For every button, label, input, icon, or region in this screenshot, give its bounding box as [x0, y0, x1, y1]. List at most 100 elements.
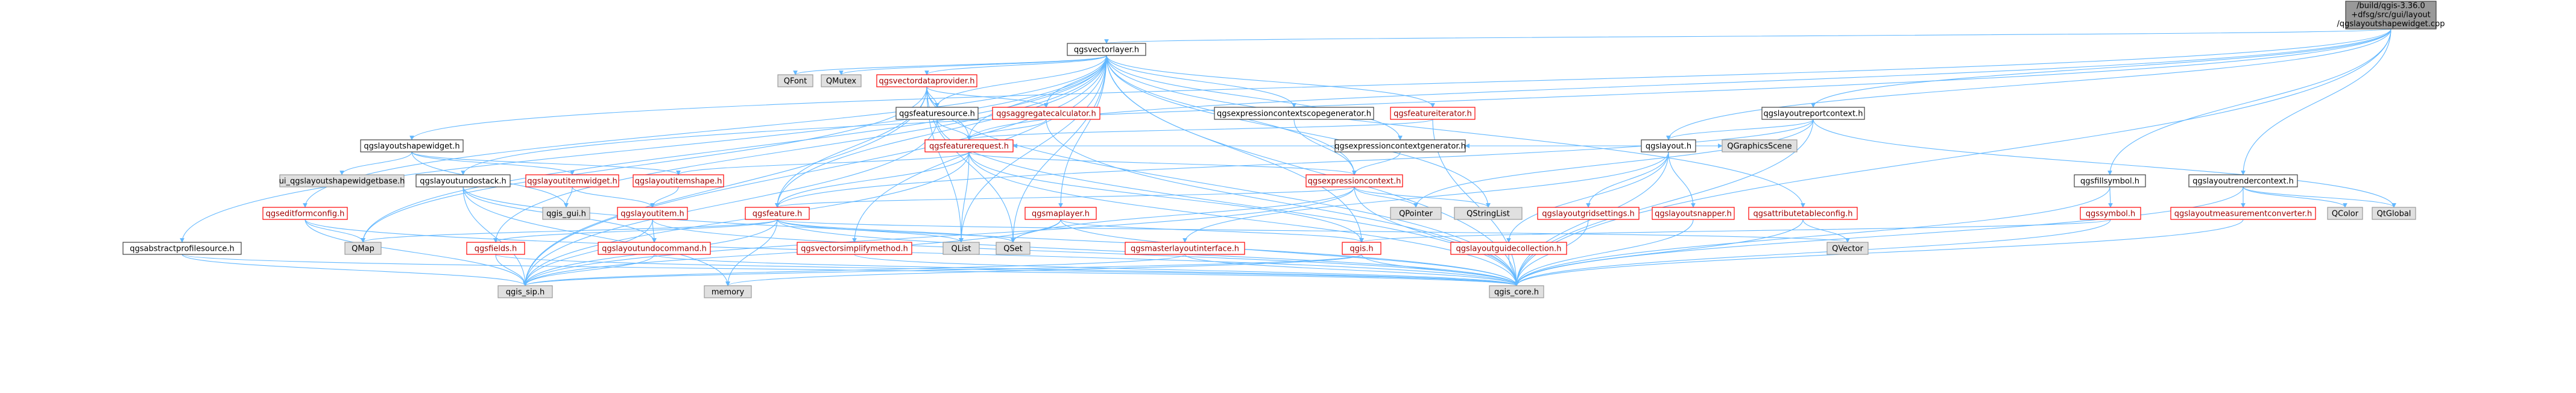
edge-qgslayoutitemwidget-to-qgslayoutitem	[572, 186, 655, 208]
node-box	[996, 242, 1031, 255]
node-qgsfeature[interactable]: qgsfeature.h	[745, 207, 810, 220]
node-box	[1454, 207, 1523, 220]
node-label: qgslayoutitem.h	[620, 210, 684, 219]
node-qgsvectorsimplifymethod[interactable]: qgsvectorsimplifymethod.h	[797, 242, 912, 255]
node-box	[415, 174, 511, 187]
edge-qgsvectorlayer-to-qfont	[793, 55, 1107, 75]
node-label: qgis.h	[1350, 245, 1373, 254]
node-qgslayoutundocommand[interactable]: qgslayoutundocommand.h	[598, 242, 711, 255]
node-label: qgseditformconfig.h	[266, 210, 345, 219]
node-label: qgsfeatureiterator.h	[1394, 110, 1472, 119]
node-box	[525, 174, 619, 187]
node-qgseditformconfig[interactable]: qgseditformconfig.h	[262, 207, 348, 220]
node-box	[704, 285, 752, 298]
node-qgsvectorlayer[interactable]: qgsvectorlayer.h	[1067, 43, 1146, 56]
node-box	[344, 242, 382, 255]
node-qgsfeatureiterator[interactable]: qgsfeatureiterator.h	[1390, 107, 1476, 120]
edge-qgsfillsymbol-to-qgis_core	[1514, 186, 2110, 286]
node-qgsmasterlayoutinterface[interactable]: qgsmasterlayoutinterface.h	[1125, 242, 1245, 255]
node-box	[992, 107, 1100, 120]
edge-qgsexpressioncontext-to-qpointer	[1354, 186, 1418, 208]
node-box	[1390, 207, 1442, 220]
node-label: qgslayoutundocommand.h	[602, 245, 707, 254]
node-qgslayout[interactable]: qgslayout.h	[1641, 139, 1696, 152]
edge-qgslayoutreportcontext-to-qgslayout	[1666, 119, 1814, 140]
edge-qgslayout-to-qgslayoutgridsettings	[1586, 151, 1669, 208]
node-label: qgsattributetableconfig.h	[1753, 210, 1852, 219]
node-box	[2170, 207, 2316, 220]
node-qmap: QMap	[344, 242, 382, 255]
edge-root-to-qgslayoutreportcontext	[1811, 28, 2391, 108]
edge-qgsfeaturerequest-to-qgsfeature	[775, 151, 970, 208]
root-label-line2: +dfsg/src/gui/layout	[2351, 11, 2431, 20]
node-qgsfillsymbol[interactable]: qgsfillsymbol.h	[2074, 174, 2146, 187]
node-qgsattributetableconfig[interactable]: qgsattributetableconfig.h	[1748, 207, 1858, 220]
node-qgsaggregatecalculator[interactable]: qgsaggregatecalculator.h	[992, 107, 1100, 120]
node-qgslayoutmeasurementconverter[interactable]: qgslayoutmeasurementconverter.h	[2170, 207, 2316, 220]
node-box	[2327, 207, 2363, 220]
node-qgsvectordataprovider[interactable]: qgsvectordataprovider.h	[876, 74, 977, 87]
edge-qgsvectorlayer-to-qgsfeatureiterator	[1106, 55, 1435, 108]
edge-qgsfeaturerequest-to-qgslayoutitemshape	[676, 151, 970, 175]
node-qgslayoutgridsettings[interactable]: qgslayoutgridsettings.h	[1537, 207, 1640, 220]
node-qgslayoutsnapper[interactable]: qgslayoutsnapper.h	[1652, 207, 1735, 220]
node-box	[466, 242, 525, 255]
node-root[interactable]: /build/qgis-3.36.0+dfsg/src/gui/layout/q…	[2337, 1, 2445, 30]
node-box	[1826, 242, 1869, 255]
node-qgssymbol[interactable]: qgssymbol.h	[2080, 207, 2141, 220]
node-qgslayoutundostack[interactable]: qgslayoutundostack.h	[415, 174, 511, 187]
node-qgsfeaturerequest[interactable]: qgsfeaturerequest.h	[924, 139, 1014, 152]
node-qstringlist: QStringList	[1454, 207, 1523, 220]
edge-qgsaggregatecalculator-to-qgsfeaturerequest	[967, 119, 1047, 140]
node-label: qgis_core.h	[1494, 288, 1539, 297]
node-qfont: QFont	[777, 74, 813, 87]
node-label: qgsaggregatecalculator.h	[996, 110, 1096, 119]
edge-qgsvectorlayer-to-qlist	[959, 55, 1107, 243]
node-qgslayoutitemshape[interactable]: qgslayoutitemshape.h	[633, 174, 724, 187]
edge-qgsfields-to-qgis_sip	[495, 254, 528, 286]
node-box	[598, 242, 711, 255]
edge-qgslayout-to-qgslayoutguidecollection	[1506, 151, 1669, 243]
node-qgsabstractprofilesource[interactable]: qgsabstractprofilesource.h	[122, 242, 242, 255]
node-memory: memory	[704, 285, 752, 298]
node-box	[942, 242, 980, 255]
edge-qgslayoutrendercontext-to-qtglobal	[2243, 186, 2396, 208]
node-label: qgis_gui.h	[546, 210, 586, 219]
node-qset: QSet	[996, 242, 1031, 255]
node-qgsmaplayer[interactable]: qgsmaplayer.h	[1024, 207, 1097, 220]
node-qgis-h[interactable]: qgis.h	[1342, 242, 1381, 255]
edge-qgsvectorlayer-to-qgsmaplayer	[1058, 55, 1107, 208]
edge-root-to-qgsfeaturerequest	[967, 28, 2391, 140]
node-qgslayoutitem[interactable]: qgslayoutitem.h	[617, 207, 688, 220]
node-qgslayoutrendercontext[interactable]: qgslayoutrendercontext.h	[2188, 174, 2298, 187]
node-label: qgslayoutitemshape.h	[635, 177, 722, 186]
node-qgsfields[interactable]: qgsfields.h	[466, 242, 525, 255]
node-qgsexpressioncontext[interactable]: qgsexpressioncontext.h	[1305, 174, 1403, 187]
edge-root-to-qgslayoutrendercontext	[2241, 28, 2391, 175]
node-qgsexpressioncontextgenerator[interactable]: qgsexpressioncontextgenerator.h	[1334, 139, 1466, 152]
edge-qgslayoutshapewidget-to-qgslayoutitemwidget	[411, 151, 575, 175]
edge-qgsvectordataprovider-to-qgsfeature	[775, 86, 927, 208]
node-label: QtGlobal	[2377, 210, 2411, 219]
edge-qgsvectorlayer-to-qmutex	[839, 55, 1107, 75]
node-qgsexpressioncontextscopegenerator[interactable]: qgsexpressioncontextscopegenerator.h	[1214, 107, 1374, 120]
edge-qgsfeatureiterator-to-qgsfeaturerequest	[967, 119, 1433, 140]
node-qgsfeaturesource[interactable]: qgsfeaturesource.h	[895, 107, 979, 120]
edge-qgsfeaturesource-to-qgis_sip	[523, 119, 938, 286]
edge-qgslayoutrendercontext-to-qgis_core	[1514, 186, 2244, 286]
node-box	[745, 207, 810, 220]
node-box	[1125, 242, 1245, 255]
edge-qgsvectordataprovider-to-qgsaggregatecalculator	[926, 86, 1049, 108]
node-qgslayoutguidecollection[interactable]: qgslayoutguidecollection.h	[1450, 242, 1567, 255]
node-qgslayoutreportcontext[interactable]: qgslayoutreportcontext.h	[1761, 107, 1865, 120]
node-label: qgsfeaturesource.h	[899, 110, 975, 119]
node-label: QVector	[1832, 245, 1863, 254]
node-label: QFont	[784, 77, 807, 86]
node-box	[617, 207, 688, 220]
node-qgslayoutshapewidget[interactable]: qgslayoutshapewidget.h	[360, 139, 464, 152]
node-qgslayoutitemwidget[interactable]: qgslayoutitemwidget.h	[525, 174, 619, 187]
node-qpointer: QPointer	[1390, 207, 1442, 220]
edge-qgslayoutreportcontext-to-qpointer	[1413, 119, 1814, 208]
node-label: QStringList	[1466, 210, 1510, 219]
